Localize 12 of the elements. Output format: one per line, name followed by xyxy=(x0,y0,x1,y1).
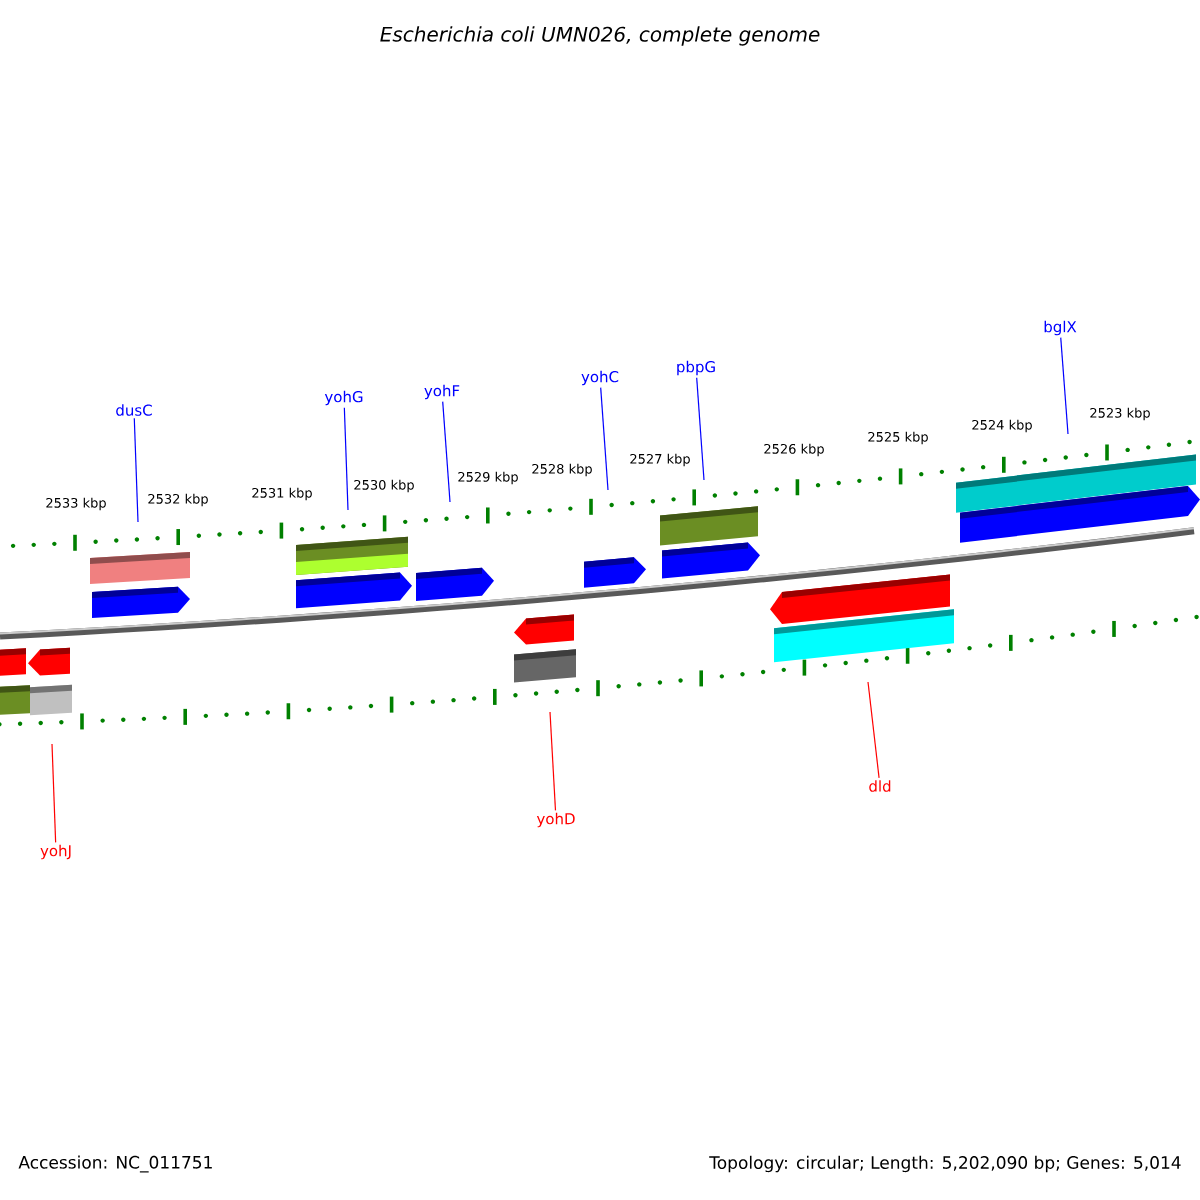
leader-line xyxy=(696,377,705,481)
leader-line xyxy=(133,417,139,523)
footer-text: Topology: circular; Length: 5,202,090 bp; Genes: 5,014 xyxy=(709,1155,1181,1173)
leader-line xyxy=(600,387,609,491)
leader-line xyxy=(51,743,57,843)
leader-line xyxy=(549,711,557,811)
title: Escherichia coli UMN026, complete genome xyxy=(380,26,820,46)
footer-text: Accession: NC_011751 xyxy=(18,1155,212,1173)
leader-line xyxy=(1060,337,1069,435)
leader-line xyxy=(442,401,451,503)
leader-line xyxy=(867,681,880,779)
leader-line xyxy=(343,407,349,511)
